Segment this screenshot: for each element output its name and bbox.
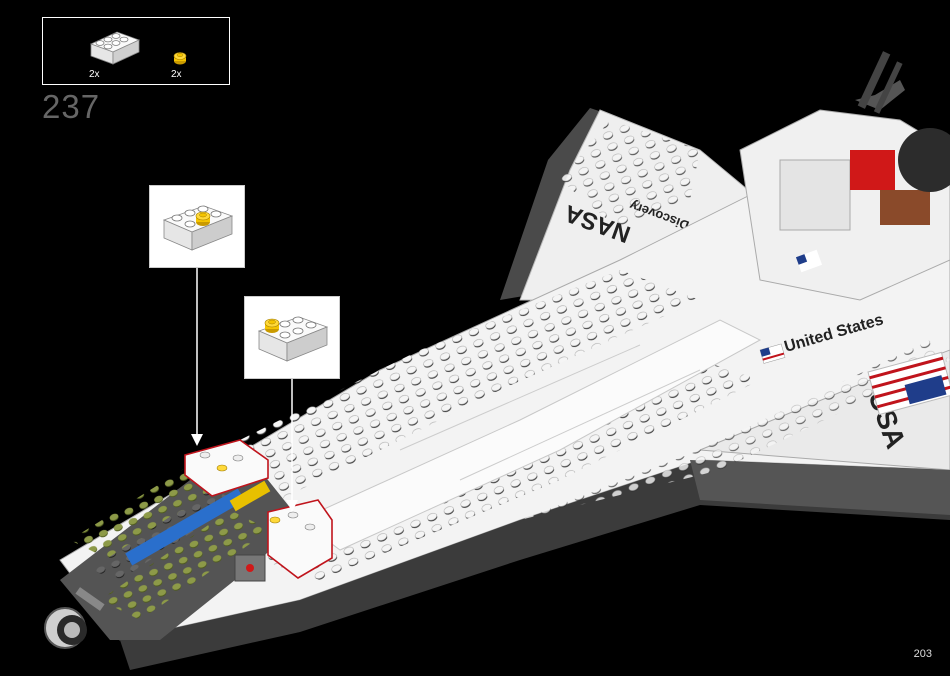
white-brick-with-yellow-plate-icon <box>150 186 244 267</box>
callout-box-right <box>244 296 340 379</box>
white-brick-with-yellow-plate-icon <box>245 297 339 378</box>
page-number: 203 <box>914 648 932 660</box>
callout-box-left <box>149 185 245 268</box>
